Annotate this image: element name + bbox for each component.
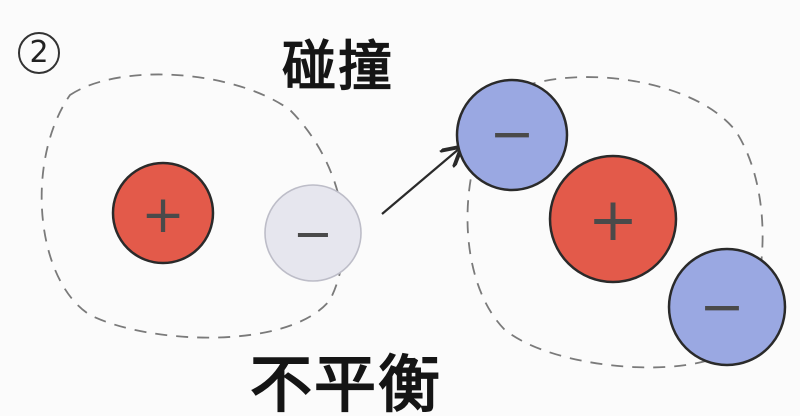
title-imbalance: 不平衡	[250, 348, 443, 416]
left-electron: −	[264, 184, 362, 282]
left-proton-circle	[111, 161, 215, 265]
left-proton-sign: +	[141, 185, 185, 245]
incoming-electron-circle	[455, 78, 569, 192]
incoming-electron-sign: −	[489, 102, 534, 165]
left-proton: +	[111, 161, 215, 265]
incoming-electron: −	[455, 78, 569, 192]
left-atom-shell	[40, 73, 345, 339]
right-proton: +	[548, 154, 678, 284]
title-collision: 碰撞	[282, 35, 394, 98]
right-electron-circle	[667, 247, 787, 367]
left-electron-circle	[264, 184, 362, 282]
left-electron-sign: −	[293, 206, 333, 262]
right-electron-sign: −	[699, 275, 744, 338]
right-proton-circle	[548, 154, 678, 284]
collision-arrow	[381, 148, 460, 215]
step-number-label: 2	[29, 35, 49, 70]
step-number-circle: 2	[18, 32, 60, 74]
right-proton-sign: +	[588, 185, 638, 255]
right-electron: −	[667, 247, 787, 367]
